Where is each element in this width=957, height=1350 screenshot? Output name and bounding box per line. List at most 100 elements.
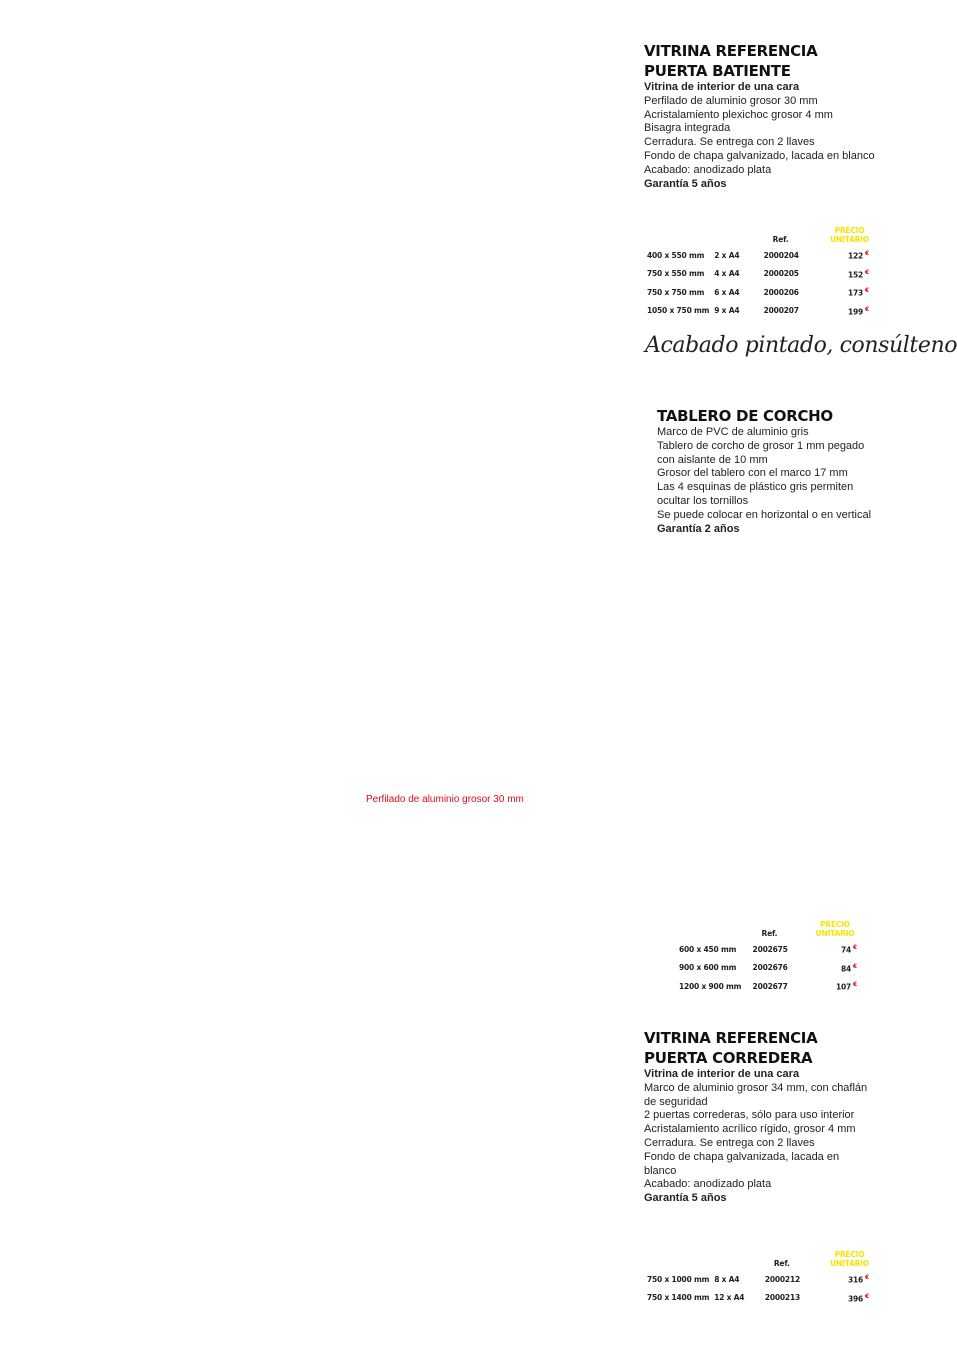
title-line-1: VITRINA REFERENCIA (644, 42, 818, 60)
spec-line: Cerradura. Se entrega con 2 llaves (644, 1136, 815, 1149)
price-cell: 396€ (830, 1289, 869, 1308)
currency: € (853, 981, 857, 988)
price-header-2: UNITARIO (830, 1259, 869, 1268)
ref-header: Ref. (772, 235, 789, 244)
ref-header: Ref. (761, 929, 778, 938)
price-header-2: UNITARIO (815, 929, 855, 938)
price-cell: 84€ (813, 959, 857, 978)
painted-finish-note: Acabado pintado, consúltenos (645, 333, 957, 358)
ref-cell: 2000206 (763, 287, 799, 297)
spec-line: Acabado: anodizado plata (644, 163, 772, 176)
price-value: 173 (847, 288, 864, 298)
table-row: 750 x 1000 mm 8 x A4 2000212 316€ (647, 1270, 869, 1289)
table-header: Ref. PRECIO UNITARIO (647, 218, 869, 246)
ref-cell: 2002676 (752, 963, 788, 973)
ref-cell: 2000212 (764, 1274, 800, 1284)
price-value: 107 (835, 982, 852, 992)
ref-cell: 2000205 (763, 269, 799, 279)
format-cell: 6 x A4 (714, 287, 740, 297)
price-header-1: PRECIO (834, 226, 865, 235)
spec-line: Grosor del tablero con el marco 17 mm (657, 467, 848, 480)
tablero-corcho-section: TABLERO DE CORCHO Marco de PVC de alumin… (657, 406, 871, 536)
size-cell: 900 x 600 mm (679, 963, 737, 973)
spec-line: 2 puertas correderas, sólo para uso inte… (644, 1109, 855, 1122)
price-cell: 74€ (813, 940, 857, 959)
vitrina-batiente-price-table: Ref. PRECIO UNITARIO 400 x 550 mm 2 x A4… (647, 218, 869, 320)
currency: € (865, 287, 869, 294)
size-cell: 1200 x 900 mm (679, 981, 742, 991)
price-value: 84 (840, 964, 852, 973)
size-cell: 600 x 450 mm (679, 944, 737, 954)
ref-cell: 2002677 (752, 981, 788, 991)
size-cell: 750 x 1000 mm (647, 1274, 710, 1284)
spec-line: Acabado: anodizado plata (644, 1178, 772, 1191)
vitrina-batiente-section: VITRINA REFERENCIA PUERTA BATIENTE Vitri… (644, 41, 875, 191)
currency: € (865, 1274, 869, 1281)
size-cell: 1050 x 750 mm (647, 306, 710, 316)
profile-annotation: Perfilado de aluminio grosor 30 mm (366, 794, 524, 805)
ref-header: Ref. (773, 1259, 790, 1268)
subtitle: Vitrina de interior de una cara (644, 81, 800, 93)
spec-line: Cerradura. Se entrega con 2 llaves (644, 136, 815, 149)
vitrina-batiente-description: Vitrina de interior de una cara Perfilad… (644, 81, 875, 191)
price-cell: 152€ (830, 265, 869, 284)
spec-line: ocultar los tornillos (657, 494, 749, 507)
format-cell: 9 x A4 (714, 306, 740, 316)
vitrina-corredera-price-table: Ref. PRECIO UNITARIO 750 x 1000 mm 8 x A… (647, 1242, 869, 1307)
spec-line: Fondo de chapa galvanizado, lacada en bl… (644, 149, 875, 162)
currency: € (853, 944, 857, 951)
price-header: PRECIO UNITARIO (813, 912, 857, 940)
table-row: 400 x 550 mm 2 x A4 2000204 122€ (647, 246, 869, 265)
spec-line: Fondo de chapa galvanizada, lacada en (644, 1150, 840, 1163)
vitrina-corredera-section: VITRINA REFERENCIA PUERTA CORREDERA Vitr… (644, 1028, 867, 1206)
spec-line: Se puede colocar en horizontal o en vert… (657, 508, 872, 521)
spec-line: Bisagra integrada (644, 122, 731, 135)
ref-cell: 2000207 (763, 306, 799, 316)
currency: € (865, 1292, 869, 1300)
tablero-corcho-price-table: Ref. PRECIO UNITARIO 600 x 450 mm 200267… (679, 912, 857, 996)
currency: € (865, 268, 869, 276)
warranty: Garantía 2 años (657, 522, 740, 535)
currency: € (865, 305, 869, 313)
table-row: 1200 x 900 mm 2002677 107€ (679, 977, 857, 996)
spec-line: de seguridad (644, 1095, 708, 1108)
size-cell: 750 x 550 mm (647, 269, 705, 279)
vitrina-corredera-title: VITRINA REFERENCIA PUERTA CORREDERA (644, 1028, 867, 1068)
price-header-2: UNITARIO (830, 235, 869, 244)
price-value: 396 (847, 1294, 864, 1303)
format-cell: 4 x A4 (714, 269, 740, 279)
spec-line: Marco de PVC de aluminio gris (657, 426, 809, 438)
ref-cell: 2002675 (752, 944, 788, 954)
format-cell: 8 x A4 (714, 1274, 740, 1284)
price-cell: 316€ (830, 1270, 869, 1289)
table-row: 600 x 450 mm 2002675 74€ (679, 940, 857, 959)
price-cell: 199€ (830, 302, 869, 321)
table-row: 900 x 600 mm 2002676 84€ (679, 959, 857, 978)
price-header: PRECIO UNITARIO (830, 218, 869, 246)
price-value: 199 (847, 307, 864, 316)
format-cell: 2 x A4 (714, 250, 740, 260)
title-line-2: PUERTA CORREDERA (644, 1049, 813, 1067)
spec-line: con aislante de 10 mm (657, 453, 768, 466)
format-cell: 12 x A4 (714, 1293, 745, 1303)
price-value: 122 (847, 251, 864, 261)
warranty: Garantía 5 años (644, 177, 727, 190)
table-header: Ref. PRECIO UNITARIO (679, 912, 857, 940)
tablero-corcho-title: TABLERO DE CORCHO (657, 407, 833, 425)
price-header-1: PRECIO (820, 920, 850, 929)
table-row: 750 x 750 mm 6 x A4 2000206 173€ (647, 283, 869, 302)
price-cell: 107€ (813, 977, 857, 996)
price-header-1: PRECIO (834, 1250, 865, 1259)
price-value: 152 (847, 270, 864, 279)
spec-line: blanco (644, 1164, 677, 1177)
table-row: 750 x 1400 mm 12 x A4 2000213 396€ (647, 1289, 869, 1308)
price-value: 74 (840, 945, 852, 955)
ref-cell: 2000213 (764, 1293, 800, 1303)
price-header: PRECIO UNITARIO (830, 1242, 869, 1270)
warranty: Garantía 5 años (644, 1192, 727, 1205)
title-line-1: VITRINA REFERENCIA (644, 1029, 818, 1047)
spec-line: Tablero de corcho de grosor 1 mm pegado (657, 439, 865, 452)
spec-line: Perfilado de aluminio grosor 30 mm (644, 94, 818, 107)
size-cell: 750 x 750 mm (647, 287, 705, 297)
spec-line: Marco de aluminio grosor 34 mm, con chaf… (644, 1081, 868, 1094)
